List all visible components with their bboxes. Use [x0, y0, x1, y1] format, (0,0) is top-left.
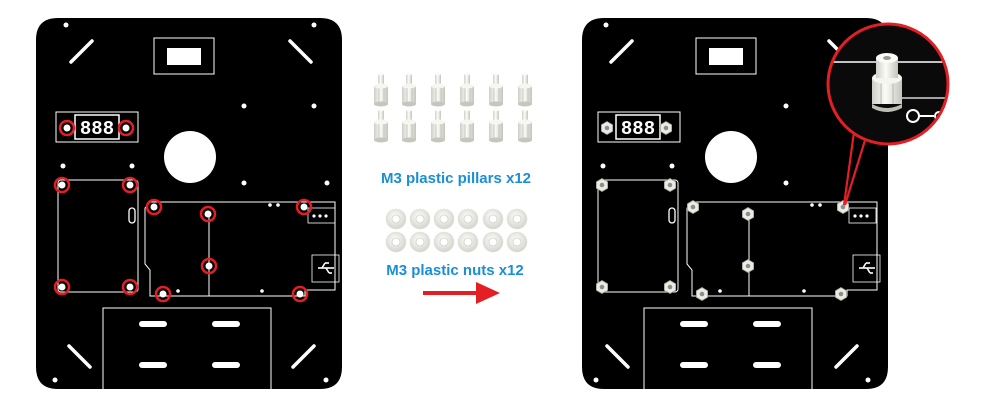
plastic-nuts — [385, 208, 528, 253]
plastic-pillar — [489, 108, 503, 143]
plastic-pillar — [402, 108, 416, 143]
installed-pillar — [664, 178, 676, 192]
right-module-outline — [144, 201, 336, 297]
center-hole-right — [705, 131, 757, 183]
plastic-nut — [409, 231, 431, 253]
plastic-pillar — [460, 108, 474, 143]
usb-outline — [311, 254, 340, 283]
installed-pillar — [835, 287, 847, 301]
installed-pillar — [696, 287, 708, 301]
battery-slots-right — [680, 321, 781, 368]
left-module-outline-right — [597, 179, 679, 293]
installed-pillar — [596, 280, 608, 294]
installed-pillar — [596, 178, 608, 192]
plastic-nut — [506, 208, 528, 230]
pillar-holes — [58, 124, 308, 298]
connector-pins-right — [853, 214, 869, 218]
installed-pillar — [601, 121, 613, 135]
switch-outline-right — [695, 37, 757, 75]
arrow-right-icon — [423, 282, 500, 304]
installed-pillar — [742, 207, 754, 221]
usb-icon — [859, 262, 875, 274]
plastic-nut — [506, 231, 528, 253]
pillars-caption: M3 plastic pillars x12 — [380, 170, 532, 187]
switch-cutout — [167, 48, 201, 65]
display-digits-right: 888 — [621, 118, 655, 140]
left-module-slot — [128, 207, 136, 224]
callout-pointer — [842, 131, 868, 206]
plastic-nut — [385, 231, 407, 253]
plastic-pillar — [518, 72, 532, 107]
installed-pillar — [664, 280, 676, 294]
usb-icon — [318, 262, 334, 274]
connector-pins — [312, 214, 328, 218]
installed-pillar — [687, 200, 699, 214]
left-board: 888 — [36, 18, 342, 391]
plastic-nut — [433, 208, 455, 230]
zoom-callout — [826, 22, 950, 146]
plastic-pillar — [374, 108, 388, 143]
switch-outline — [153, 37, 215, 75]
display-outline-right — [597, 111, 681, 143]
plastic-nut — [457, 231, 479, 253]
highlight-rings — [53, 119, 313, 303]
battery-slots — [139, 321, 240, 368]
battery-outline — [102, 307, 272, 391]
plastic-nut — [385, 208, 407, 230]
connector-outline-right — [848, 207, 877, 224]
nuts-caption: M3 plastic nuts x12 — [386, 262, 524, 279]
usb-outline-right — [852, 254, 881, 283]
plastic-nut — [482, 231, 504, 253]
plastic-pillar — [518, 108, 532, 143]
plastic-pillar — [402, 72, 416, 107]
installed-pillar — [660, 121, 672, 135]
display-outline — [55, 111, 139, 143]
installed-pillar — [742, 259, 754, 273]
left-module-slot-right — [668, 207, 676, 224]
plastic-pillar — [431, 108, 445, 143]
display-digits: 888 — [80, 118, 114, 140]
plastic-nut — [409, 208, 431, 230]
plastic-nut — [457, 208, 479, 230]
plastic-pillars — [374, 72, 532, 143]
corner-slots — [67, 39, 316, 369]
mount-dots — [52, 22, 330, 383]
plastic-pillar — [460, 72, 474, 107]
installed-pillars — [596, 121, 849, 301]
left-module-outline — [57, 179, 139, 293]
switch-cutout-right — [709, 48, 743, 65]
plastic-pillar — [374, 72, 388, 107]
plastic-pillar — [431, 72, 445, 107]
right-board: 888 — [582, 18, 888, 391]
center-hole — [164, 131, 216, 183]
plastic-nut — [482, 208, 504, 230]
plastic-nut — [433, 231, 455, 253]
connector-outline — [307, 207, 336, 224]
battery-outline-right — [643, 307, 813, 391]
right-module-outline-right — [686, 201, 878, 297]
plastic-pillar — [489, 72, 503, 107]
